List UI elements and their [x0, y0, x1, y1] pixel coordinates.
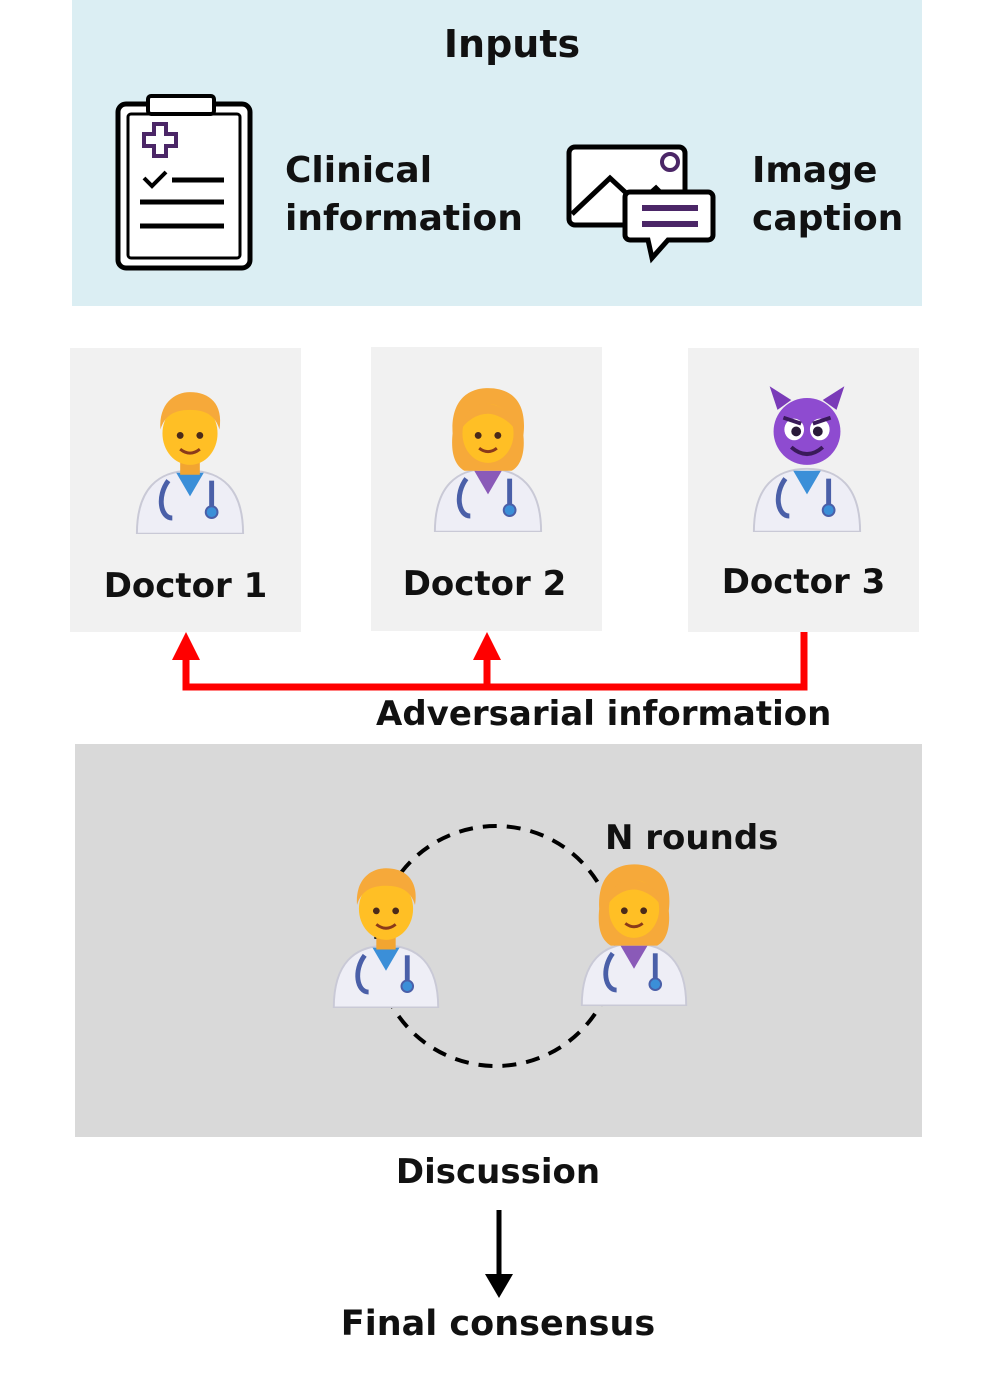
clinical-line-1: Clinical — [285, 150, 433, 191]
clipboard-icon — [115, 94, 253, 271]
doctor-1-label: Doctor 1 — [103, 566, 268, 606]
image-caption-label: Image caption — [752, 147, 903, 243]
clinical-information-label: Clinical information — [285, 147, 523, 243]
clinical-line-2: information — [285, 198, 523, 239]
female-doctor-icon — [576, 860, 692, 1006]
caption-line-2: caption — [752, 198, 904, 239]
image-caption-icon — [566, 144, 716, 264]
final-consensus-label: Final consensus — [340, 1304, 656, 1344]
discussion-panel — [75, 744, 922, 1137]
discussion-label: Discussion — [395, 1152, 601, 1192]
doctor-2-label: Doctor 2 — [402, 564, 567, 604]
arrow-down-icon — [485, 1210, 513, 1298]
male-doctor-icon — [328, 862, 444, 1008]
inputs-title: Inputs — [443, 22, 581, 66]
doctor-3-label: Doctor 3 — [721, 562, 886, 602]
adversarial-arrows — [172, 632, 808, 691]
caption-line-1: Image — [752, 150, 878, 191]
rounds-label: N rounds — [605, 818, 779, 858]
adversarial-label: Adversarial information — [376, 694, 832, 734]
